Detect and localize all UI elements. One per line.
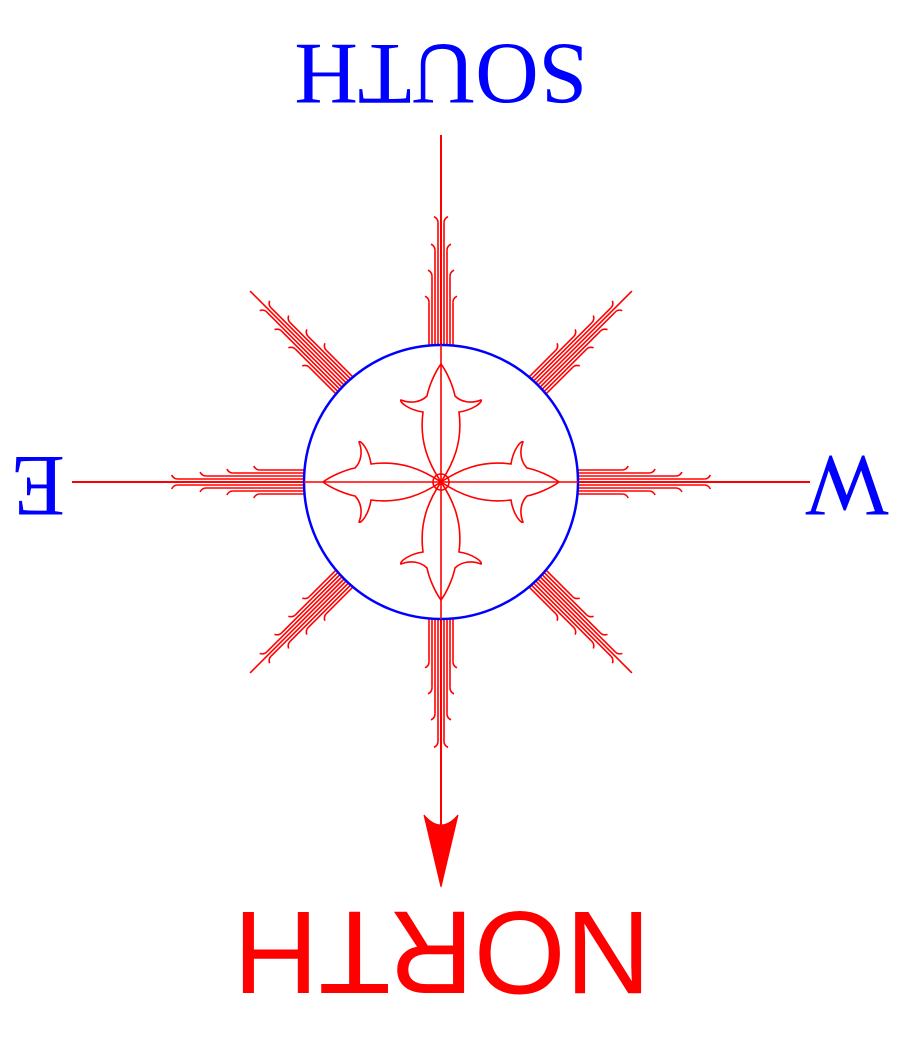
ray-flick bbox=[288, 347, 295, 349]
ray-flick bbox=[587, 347, 594, 349]
ray-flick bbox=[453, 662, 457, 668]
ray-flick bbox=[288, 316, 290, 323]
ray-strand bbox=[267, 577, 342, 652]
ray-flick bbox=[200, 488, 206, 492]
ray-flick bbox=[615, 652, 622, 654]
ray-flick bbox=[302, 597, 309, 599]
ray-flick bbox=[260, 310, 267, 312]
ray-flick bbox=[450, 270, 454, 276]
ray-center-line bbox=[538, 579, 632, 673]
ray-flick bbox=[574, 329, 576, 336]
ray-flick bbox=[447, 714, 451, 720]
ray-northwest bbox=[529, 570, 632, 673]
ray-center-line bbox=[250, 291, 344, 385]
ray-flick bbox=[453, 296, 457, 302]
ray-flick bbox=[615, 310, 622, 312]
ray-flick bbox=[573, 365, 580, 367]
ray-flick bbox=[649, 469, 655, 473]
north-label: NORTH bbox=[233, 886, 650, 1018]
ray-flick bbox=[592, 316, 594, 323]
ray-flick bbox=[704, 475, 710, 479]
ray-strand bbox=[540, 312, 615, 387]
ray-flick bbox=[324, 614, 326, 621]
ray-flick bbox=[676, 472, 682, 476]
ray-flick bbox=[431, 714, 435, 720]
ray-strand bbox=[271, 308, 346, 383]
ray-flick bbox=[306, 628, 308, 635]
ray-strand bbox=[267, 312, 342, 387]
ray-flick bbox=[254, 494, 260, 498]
ray-flick bbox=[275, 329, 282, 331]
ray-flick bbox=[649, 491, 655, 495]
ray-flick bbox=[254, 466, 260, 470]
ray-strand bbox=[536, 581, 611, 656]
ray-flick bbox=[227, 491, 233, 495]
ray-flick bbox=[444, 741, 448, 747]
ray-flick bbox=[275, 633, 282, 635]
ray-flick bbox=[587, 615, 594, 617]
ray-center-line bbox=[538, 291, 632, 385]
ray-flick bbox=[434, 217, 438, 223]
ray-flick bbox=[592, 641, 594, 648]
west-label: W bbox=[805, 437, 888, 534]
ray-flick bbox=[425, 296, 429, 302]
ray-flick bbox=[556, 614, 558, 621]
ray-flick bbox=[288, 615, 295, 617]
ray-flick bbox=[447, 244, 451, 250]
ray-flick bbox=[425, 662, 429, 668]
ray-northeast bbox=[250, 570, 353, 673]
ray-flick bbox=[704, 485, 710, 489]
ray-strand bbox=[271, 581, 346, 656]
ray-flick bbox=[556, 343, 558, 350]
ray-flick bbox=[324, 343, 326, 350]
ray-flick bbox=[172, 475, 178, 479]
ray-southeast bbox=[250, 291, 353, 394]
ray-flick bbox=[611, 656, 613, 663]
arrowhead-icon bbox=[424, 815, 458, 887]
ray-flick bbox=[450, 688, 454, 694]
ray-flick bbox=[574, 628, 576, 635]
ray-flick bbox=[622, 466, 628, 470]
ray-strand bbox=[536, 308, 611, 383]
ray-southwest bbox=[529, 291, 632, 394]
ray-flick bbox=[172, 485, 178, 489]
east-label: E bbox=[11, 437, 65, 534]
ray-flick bbox=[600, 329, 607, 331]
ray-flick bbox=[573, 597, 580, 599]
ray-flick bbox=[200, 472, 206, 476]
ray-flick bbox=[269, 301, 271, 308]
ray-center-line bbox=[250, 579, 344, 673]
ray-flick bbox=[622, 494, 628, 498]
ray-flick bbox=[302, 365, 309, 367]
ray-flick bbox=[444, 217, 448, 223]
ray-flick bbox=[428, 270, 432, 276]
ray-flick bbox=[260, 652, 267, 654]
ray-flick bbox=[227, 469, 233, 473]
ray-flick bbox=[269, 656, 271, 663]
ray-flick bbox=[611, 301, 613, 308]
ray-flick bbox=[431, 244, 435, 250]
ray-flick bbox=[434, 741, 438, 747]
ray-flick bbox=[676, 488, 682, 492]
ray-strand bbox=[540, 577, 615, 652]
ray-flick bbox=[288, 641, 290, 648]
south-label: SOUTH bbox=[294, 25, 587, 122]
ray-flick bbox=[306, 329, 308, 336]
ray-flick bbox=[600, 633, 607, 635]
ray-flick bbox=[428, 688, 432, 694]
